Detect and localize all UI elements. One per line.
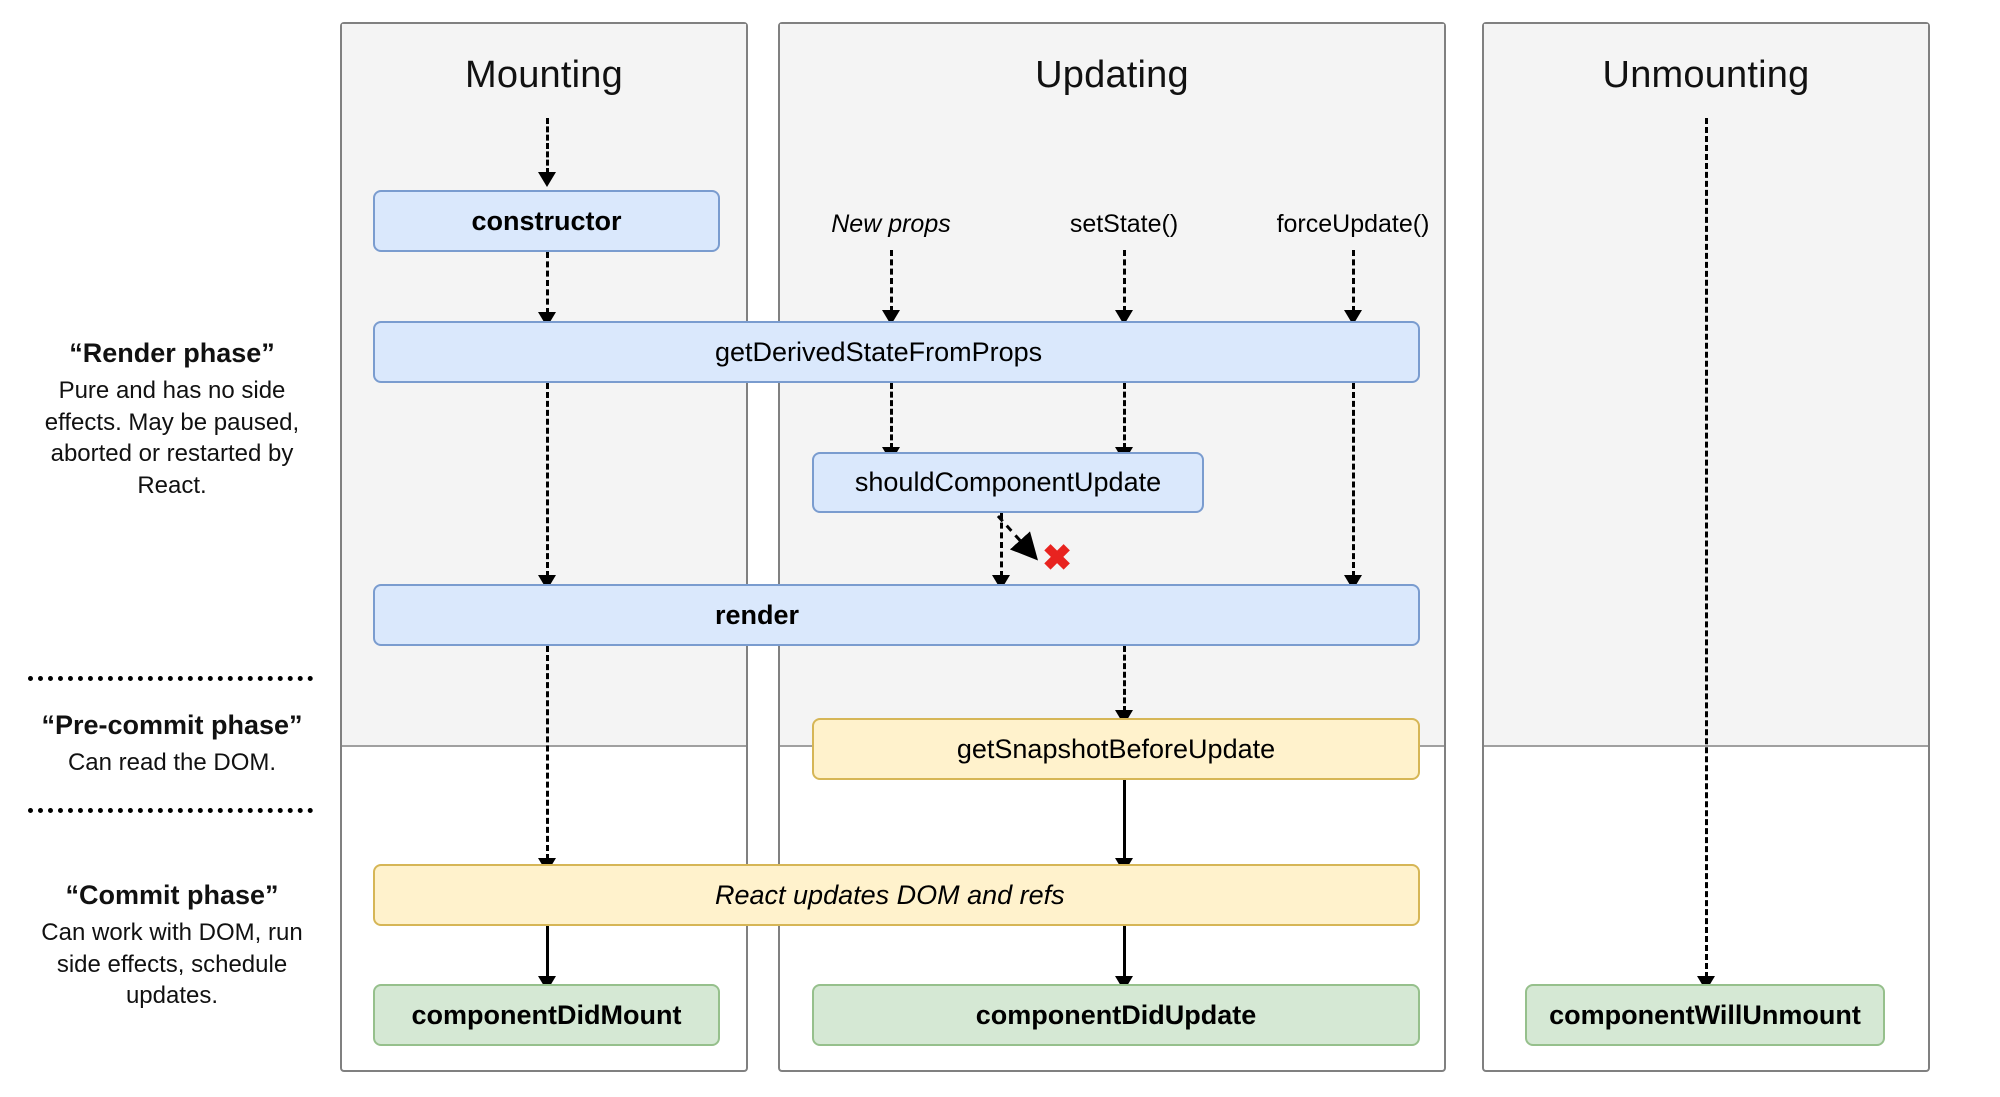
node-react-updates-dom-and-refs[interactable]: React updates DOM and refs: [373, 864, 1420, 926]
phase-description-commit: Can work with DOM, run side effects, sch…: [41, 919, 303, 1010]
column-title-updating: Updating: [1035, 54, 1189, 96]
phase-caption-render: “Render phase” Pure and has no side effe…: [22, 338, 322, 502]
connector-force-update-bypass: [1352, 383, 1355, 577]
connector-gdsfp-to-scu-left: [890, 383, 893, 449]
phase-caption-pre-commit: “Pre-commit phase” Can read the DOM.: [22, 710, 322, 779]
node-render[interactable]: render: [373, 584, 1420, 646]
phase-title-render: “Render phase”: [69, 338, 275, 368]
node-should-component-update[interactable]: shouldComponentUpdate: [812, 452, 1204, 513]
node-get-snapshot-before-update[interactable]: getSnapshotBeforeUpdate: [812, 718, 1420, 780]
connector-snapshot-to-dom: [1123, 780, 1126, 860]
phase-divider-bottom: [28, 808, 313, 813]
connector-mounting-start: [546, 118, 549, 174]
connector-unmounting-start: [1705, 118, 1708, 978]
phase-description-pre-commit: Can read the DOM.: [67, 749, 277, 776]
connector-gdsfp-to-scu-right: [1123, 383, 1126, 449]
trigger-label-set-state: setState(): [1069, 210, 1179, 238]
connector-render-to-dom-mounting: [546, 646, 549, 860]
connector-scu-to-render: [1000, 513, 1003, 577]
connector-new-props: [890, 250, 893, 312]
connector-constructor-to-gdsfp: [546, 252, 549, 314]
phase-description-render: Pure and has no side effects. May be pau…: [44, 377, 300, 500]
trigger-label-force-update: forceUpdate(): [1276, 210, 1430, 238]
connector-dom-to-did-mount: [546, 926, 549, 978]
skip-render-x-icon: ✖: [1042, 537, 1073, 578]
connector-set-state: [1123, 250, 1126, 312]
column-title-mounting: Mounting: [465, 54, 623, 96]
trigger-label-new-props: New props: [831, 210, 951, 238]
phase-title-commit: “Commit phase”: [65, 880, 279, 910]
node-get-derived-state-from-props[interactable]: getDerivedStateFromProps: [373, 321, 1420, 383]
node-component-did-update[interactable]: componentDidUpdate: [812, 984, 1420, 1046]
column-title-unmounting: Unmounting: [1602, 54, 1810, 96]
phase-divider-top: [28, 676, 313, 681]
node-component-did-mount[interactable]: componentDidMount: [373, 984, 720, 1046]
node-component-will-unmount[interactable]: componentWillUnmount: [1525, 984, 1885, 1046]
phase-title-pre-commit: “Pre-commit phase”: [41, 710, 303, 740]
arrowhead-constructor: [538, 172, 556, 187]
node-constructor[interactable]: constructor: [373, 190, 720, 252]
connector-gdsfp-to-render-mounting: [546, 383, 549, 577]
connector-dom-to-did-update: [1123, 926, 1126, 978]
connector-render-to-snapshot: [1123, 646, 1126, 712]
connector-force-update: [1352, 250, 1355, 312]
phase-caption-commit: “Commit phase” Can work with DOM, run si…: [22, 880, 322, 1012]
connector-skip-render: [996, 514, 1039, 561]
